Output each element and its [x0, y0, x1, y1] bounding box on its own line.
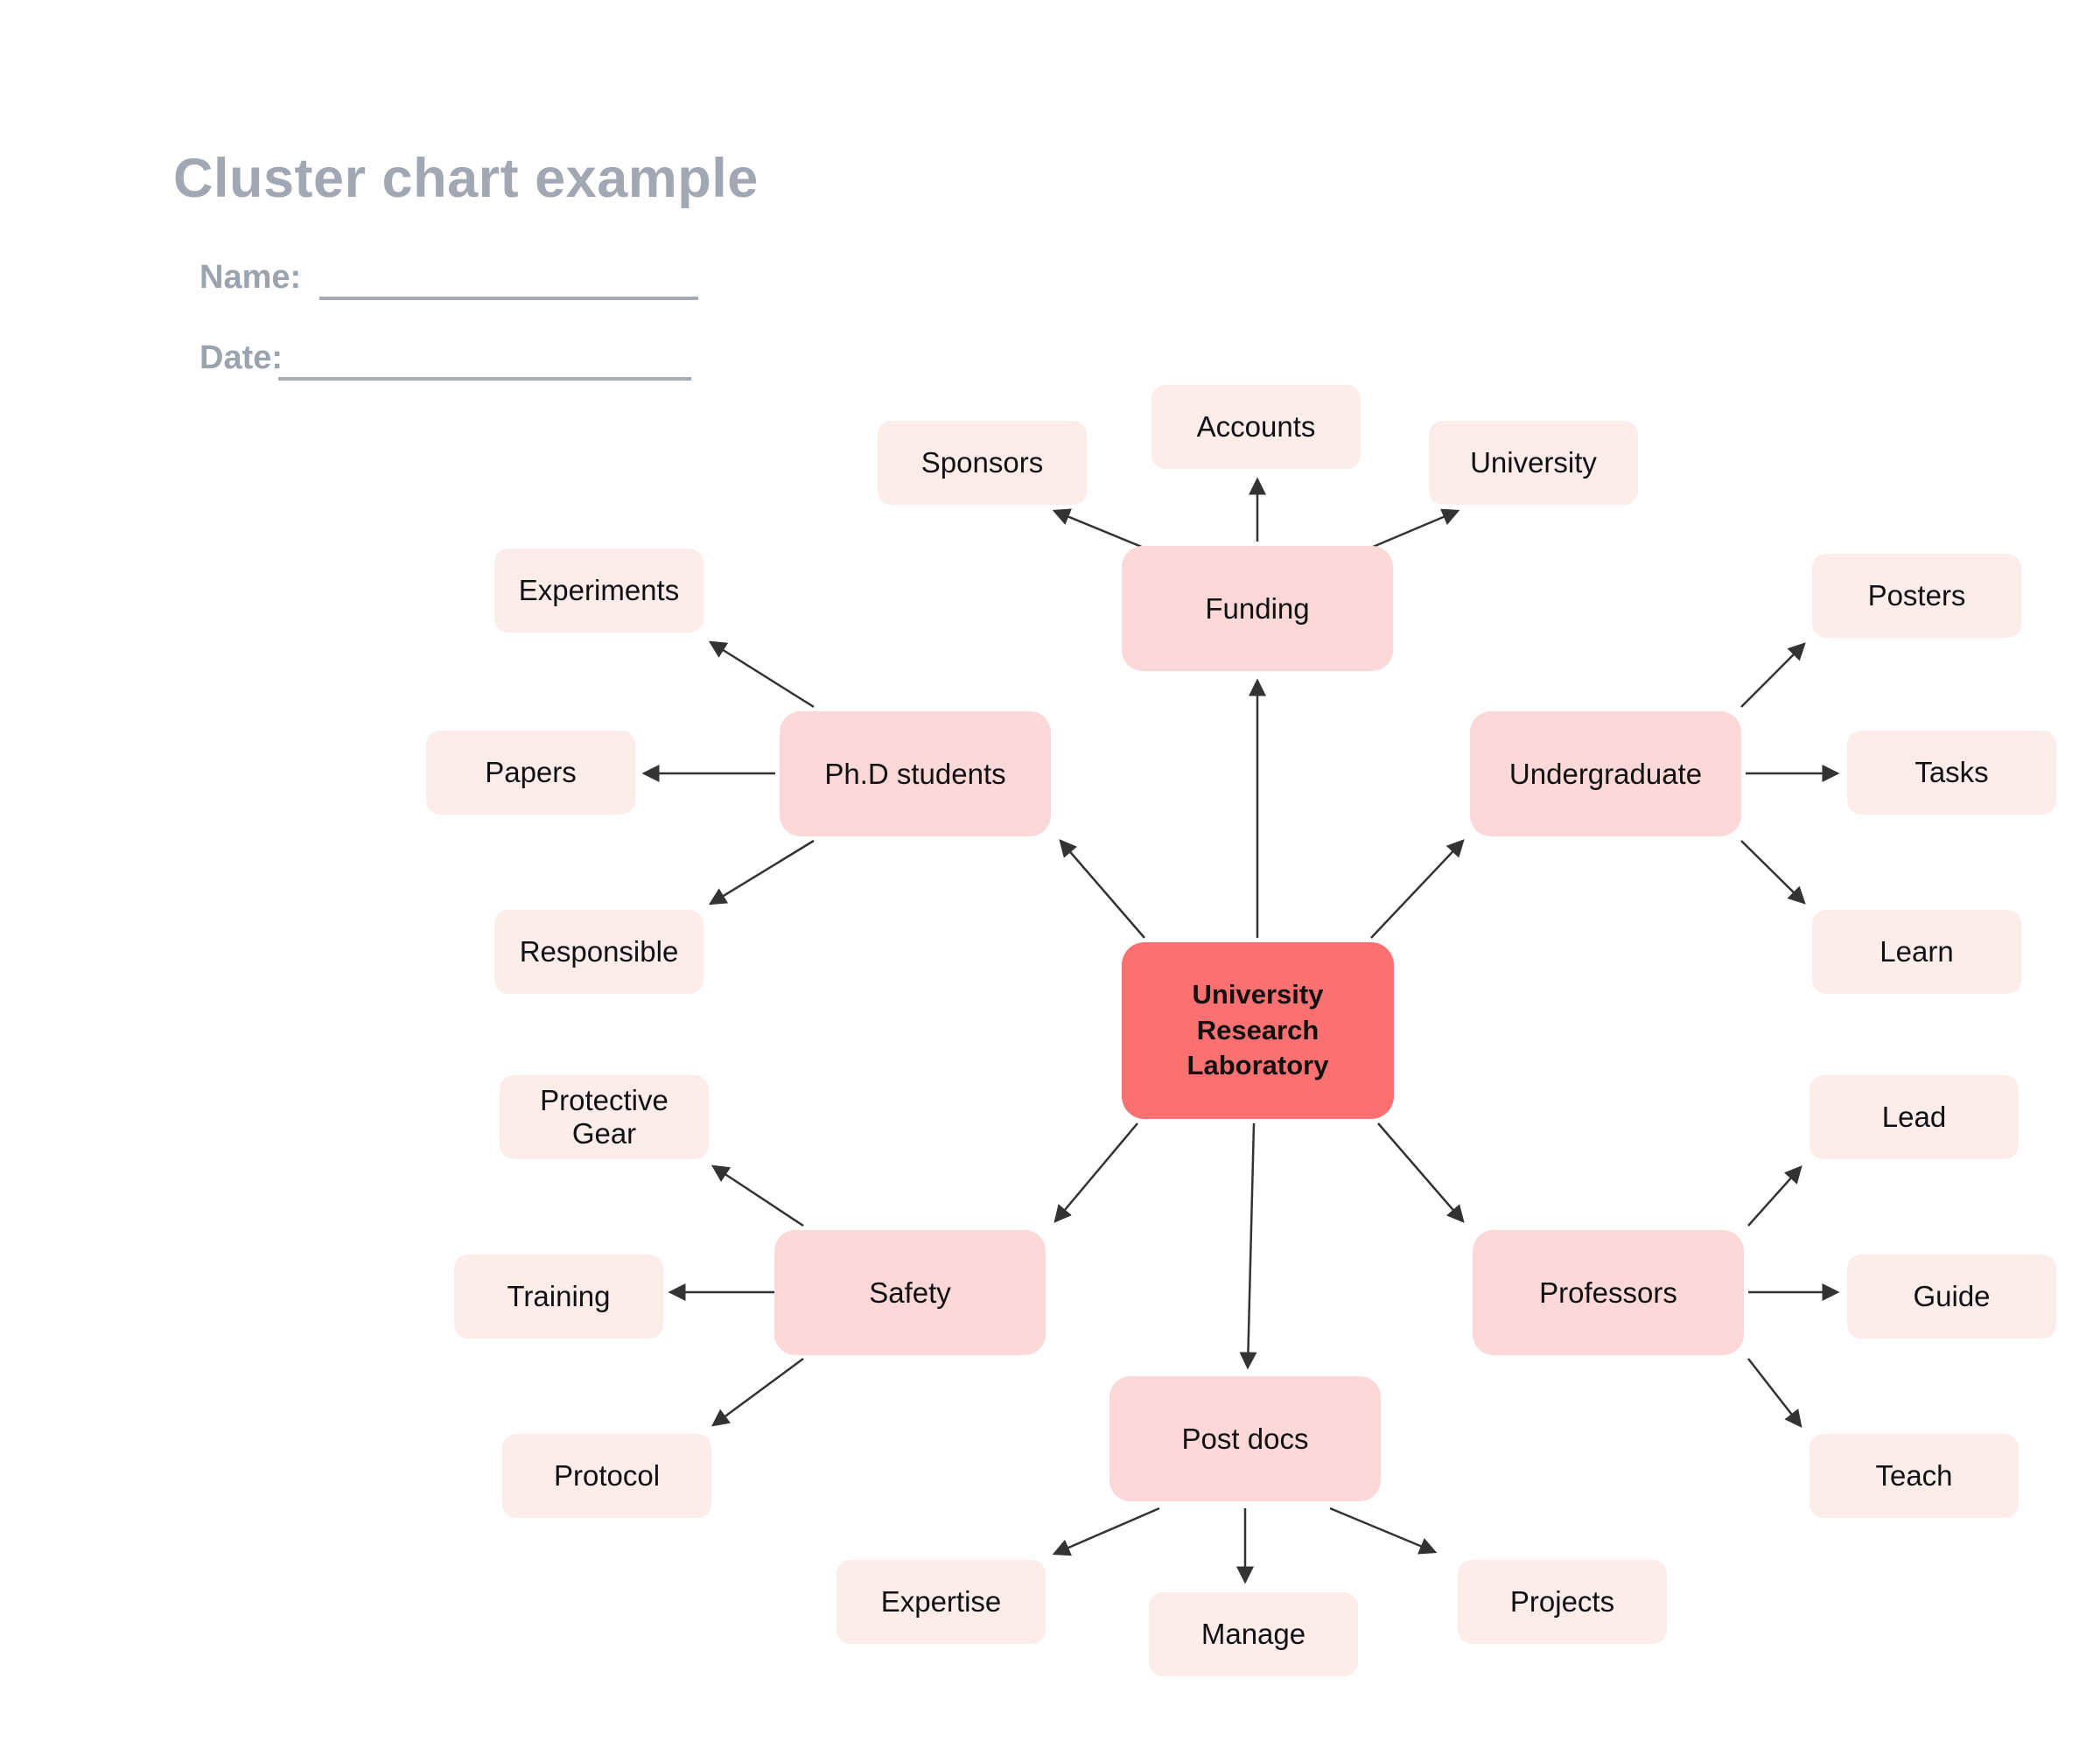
node-teach[interactable]: Teach: [1810, 1434, 2019, 1518]
node-label: Accounts: [1196, 410, 1316, 443]
node-label: Lead: [1881, 1101, 1947, 1133]
node-safety[interactable]: Safety: [774, 1230, 1046, 1355]
node-label: Training: [507, 1280, 611, 1312]
page-title: Cluster chart example: [173, 148, 759, 209]
node-label: Safety: [869, 1276, 951, 1309]
edge-safety-protocol: [710, 1357, 804, 1427]
node-label: Protective Gear: [540, 1084, 668, 1150]
node-protocol[interactable]: Protocol: [502, 1434, 711, 1518]
edge-post-docs-projects: [1329, 1507, 1438, 1555]
node-label: Tasks: [1914, 756, 1989, 788]
node-label: University Research Laboratory: [1186, 978, 1329, 1081]
node-manage[interactable]: Manage: [1149, 1592, 1358, 1676]
edge-safety-protective-gear: [710, 1164, 804, 1227]
node-responsible[interactable]: Responsible: [494, 910, 704, 994]
edge-professors-lead: [1747, 1165, 1802, 1227]
date-field-label: Date:: [200, 339, 284, 376]
node-lead[interactable]: Lead: [1810, 1075, 2019, 1159]
node-projects[interactable]: Projects: [1458, 1560, 1667, 1644]
node-university[interactable]: University: [1429, 421, 1638, 505]
node-papers[interactable]: Papers: [426, 731, 635, 815]
node-learn[interactable]: Learn: [1812, 910, 2021, 994]
node-funding[interactable]: Funding: [1122, 546, 1393, 671]
node-label: Learn: [1880, 935, 1954, 968]
edge-phd-responsible: [708, 839, 815, 905]
node-label: Funding: [1205, 591, 1310, 625]
edge-post-docs-expertise: [1052, 1507, 1160, 1556]
node-label: Papers: [485, 756, 577, 788]
node-guide[interactable]: Guide: [1847, 1255, 2056, 1339]
name-field-underline: [319, 297, 698, 300]
node-label: Undergraduate: [1508, 757, 1703, 790]
node-label: Responsible: [519, 935, 679, 968]
node-training[interactable]: Training: [454, 1255, 663, 1339]
edge-undergraduate-learn: [1740, 840, 1806, 905]
edge-root-phd: [1059, 839, 1145, 939]
node-label: Sponsors: [920, 446, 1044, 479]
date-field-underline: [278, 377, 691, 381]
edge-funding-university: [1366, 508, 1460, 551]
node-label: Teach: [1875, 1459, 1953, 1492]
node-phd-students[interactable]: Ph.D students: [780, 711, 1051, 836]
node-label: Guide: [1913, 1280, 1991, 1312]
node-label: Post docs: [1181, 1422, 1309, 1455]
node-label: University: [1470, 446, 1597, 479]
node-university-research-laboratory[interactable]: University Research Laboratory: [1122, 942, 1394, 1119]
node-posters[interactable]: Posters: [1812, 554, 2021, 638]
node-accounts[interactable]: Accounts: [1152, 385, 1361, 469]
node-label: Protocol: [553, 1459, 661, 1492]
node-protective-gear[interactable]: Protective Gear: [500, 1075, 709, 1159]
node-expertise[interactable]: Expertise: [836, 1560, 1046, 1644]
node-label: Professors: [1539, 1276, 1677, 1309]
node-label: Ph.D students: [824, 757, 1006, 790]
node-tasks[interactable]: Tasks: [1847, 731, 2056, 815]
node-label: Manage: [1200, 1618, 1306, 1650]
node-post-docs[interactable]: Post docs: [1110, 1376, 1381, 1501]
edge-professors-teach: [1747, 1358, 1802, 1428]
edge-funding-sponsors: [1052, 508, 1149, 551]
edge-root-post-docs: [1239, 1122, 1257, 1370]
node-label: Expertise: [880, 1585, 1002, 1618]
edge-root-undergraduate: [1370, 839, 1465, 939]
edge-root-professors: [1377, 1122, 1465, 1223]
edge-undergraduate-posters: [1740, 642, 1806, 708]
edge-root-safety: [1054, 1122, 1138, 1223]
node-label: Projects: [1509, 1585, 1615, 1618]
name-field-label: Name:: [200, 259, 302, 296]
edge-phd-experiments: [708, 640, 815, 709]
node-label: Experiments: [518, 574, 680, 606]
node-experiments[interactable]: Experiments: [494, 549, 704, 633]
node-professors[interactable]: Professors: [1473, 1230, 1744, 1355]
node-undergraduate[interactable]: Undergraduate: [1470, 711, 1741, 836]
node-label: Posters: [1867, 579, 1966, 612]
node-sponsors[interactable]: Sponsors: [878, 421, 1087, 505]
